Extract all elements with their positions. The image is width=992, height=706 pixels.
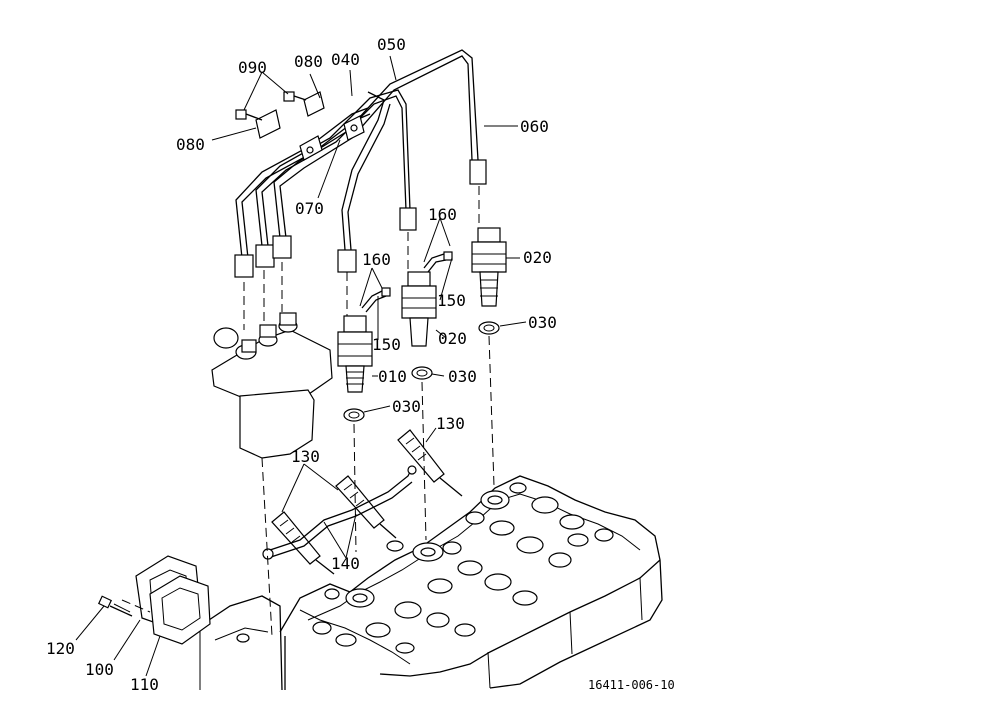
drawing-code: 16411-006-10 [588, 678, 675, 692]
label-080-top: 080 [294, 52, 323, 71]
label-040: 040 [331, 50, 360, 69]
glow-plug-lead-140 [262, 465, 417, 560]
label-160-left: 160 [362, 250, 391, 269]
label-070: 070 [295, 199, 324, 218]
washer-030 [343, 321, 500, 422]
overflow-pipe-160 [361, 253, 447, 313]
label-010: 010 [378, 367, 407, 386]
nozzle-holder-020-right [471, 227, 507, 307]
label-130-right: 130 [436, 414, 465, 433]
label-150-left: 150 [372, 335, 401, 354]
nozzle-holder-010 [337, 315, 373, 393]
label-030-right: 030 [528, 313, 557, 332]
label-030-center: 030 [448, 367, 477, 386]
label-080-left: 080 [176, 135, 205, 154]
bolt-120 [97, 595, 133, 617]
label-120: 120 [46, 639, 75, 658]
injection-pump [211, 312, 333, 459]
screw-090 [235, 91, 307, 121]
label-050: 050 [377, 35, 406, 54]
label-020-center: 020 [438, 329, 467, 348]
label-030-left: 030 [392, 397, 421, 416]
label-140: 140 [331, 554, 360, 573]
label-130-left: 130 [291, 447, 320, 466]
injection-pipe-060 [272, 49, 487, 259]
glow-plug-130 [271, 429, 463, 575]
part-labels: 090 080 040 050 080 060 070 160 020 160 … [46, 35, 557, 694]
label-160-right: 160 [428, 205, 457, 224]
label-110: 110 [130, 675, 159, 694]
label-100: 100 [85, 660, 114, 679]
label-020-right: 020 [523, 248, 552, 267]
label-090: 090 [238, 58, 267, 77]
label-150-right: 150 [437, 291, 466, 310]
assembly-center-lines [121, 186, 495, 637]
leader-lines [75, 55, 527, 677]
pipe-clamp-080 [255, 91, 325, 139]
label-060: 060 [520, 117, 549, 136]
gasket-110 [149, 575, 211, 645]
cylinder-head [279, 475, 663, 690]
intake-manifold-body [199, 595, 283, 691]
pipe-clamp-070 [299, 115, 365, 161]
nozzle-holder-020-center [401, 271, 437, 347]
banjo-bolt-150 [381, 251, 453, 297]
